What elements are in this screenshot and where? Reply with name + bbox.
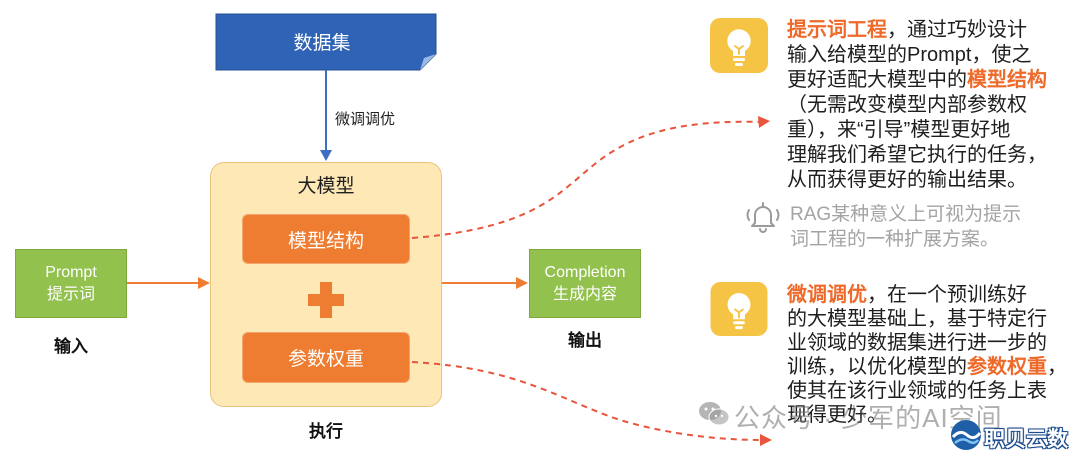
note-text: 训练，以优化模型的 — [787, 356, 967, 378]
note-line: 从而获得更好的输出结果。 — [787, 169, 1027, 191]
finetune-arrow-label: 微调调优 — [335, 111, 396, 128]
input-caption: 输入 — [54, 337, 88, 356]
rag-note-line: RAG某种意义上可视为提示 — [790, 204, 1022, 225]
note-line: 输入给模型的Prompt，使之 — [787, 44, 1032, 66]
completion-output-subtitle: 生成内容 — [552, 285, 617, 303]
prompt-input-subtitle: 提示词 — [46, 285, 95, 303]
structure-to-prompt-note-arrowhead — [758, 116, 770, 128]
note-line: 使其在该行业领域的任务上表 — [787, 380, 1047, 402]
structure-to-prompt-note-arrow — [411, 120, 763, 239]
note-line: （无需改变模型内部参数权 — [787, 94, 1027, 116]
finetune-arrowhead — [320, 150, 332, 161]
completion-output-title: Completion — [544, 263, 626, 281]
model-structure-label: 模型结构 — [287, 230, 364, 252]
note-text: 更好适配大模型中的 — [787, 69, 967, 91]
note-line: 微调调优，在一个预训练好 — [787, 283, 1067, 307]
prompt-input-box: Prompt 提示词 — [15, 249, 127, 318]
note-text: ，通过巧妙设计 — [887, 19, 1027, 41]
execute-caption: 执行 — [309, 422, 343, 441]
prompt-input-title: Prompt — [45, 263, 97, 281]
note-line: 更好适配大模型中的模型结构 — [787, 68, 1047, 93]
lightbulb-icon — [710, 282, 768, 336]
output-arrowhead — [516, 277, 528, 289]
note-line: 的大模型基础上，基于特定行 — [787, 308, 1047, 330]
note-text: ， — [1047, 356, 1067, 378]
weights-to-finetune-note-arrowhead — [760, 434, 772, 446]
finetune-note: 微调调优，在一个预训练好 的大模型基础上，基于特定行 业领域的数据集进行进一步的… — [787, 283, 1067, 427]
rag-note: RAG某种意义上可视为提示 词工程的一种扩展方案。 — [790, 202, 1021, 252]
note-highlight: 微调调优 — [787, 284, 867, 306]
parameter-weights-box: 参数权重 — [242, 332, 410, 383]
rag-note-line: 词工程的一种扩展方案。 — [790, 229, 1000, 250]
logo-text: 职贝云数 — [984, 428, 1068, 451]
note-line: 提示词工程，通过巧妙设计 — [787, 18, 1047, 43]
note-highlight: 提示词工程 — [787, 19, 887, 41]
note-line: 业领域的数据集进行进一步的 — [787, 332, 1047, 354]
wechat-icon — [698, 401, 730, 427]
lightbulb-icon — [710, 18, 768, 73]
dataset-label: 数据集 — [293, 32, 351, 54]
globe-logo-icon — [950, 417, 982, 453]
prompt-engineering-note: 提示词工程，通过巧妙设计 输入给模型的Prompt，使之 更好适配大模型中的模型… — [787, 18, 1047, 193]
large-model-title: 大模型 — [297, 176, 355, 197]
input-arrowhead — [198, 277, 210, 289]
bell-icon — [745, 199, 781, 233]
note-line: 训练，以优化模型的参数权重， — [787, 355, 1067, 379]
completion-output-box: Completion 生成内容 — [529, 249, 641, 318]
dataset-fold — [420, 54, 436, 70]
note-highlight: 模型结构 — [967, 69, 1047, 91]
weights-to-finetune-note-arrow — [411, 361, 763, 441]
note-text: ，在一个预训练好 — [867, 284, 1027, 306]
note-line: 现得更好。 — [787, 404, 887, 426]
model-structure-box: 模型结构 — [242, 214, 410, 264]
note-line: 重），来“引导”模型更好地 — [787, 119, 1011, 141]
parameter-weights-label: 参数权重 — [287, 349, 364, 370]
note-highlight: 参数权重 — [967, 356, 1047, 378]
output-caption: 输出 — [568, 331, 602, 350]
note-line: 理解我们希望它执行的任务， — [787, 144, 1047, 166]
plus-icon-vertical — [320, 282, 332, 318]
